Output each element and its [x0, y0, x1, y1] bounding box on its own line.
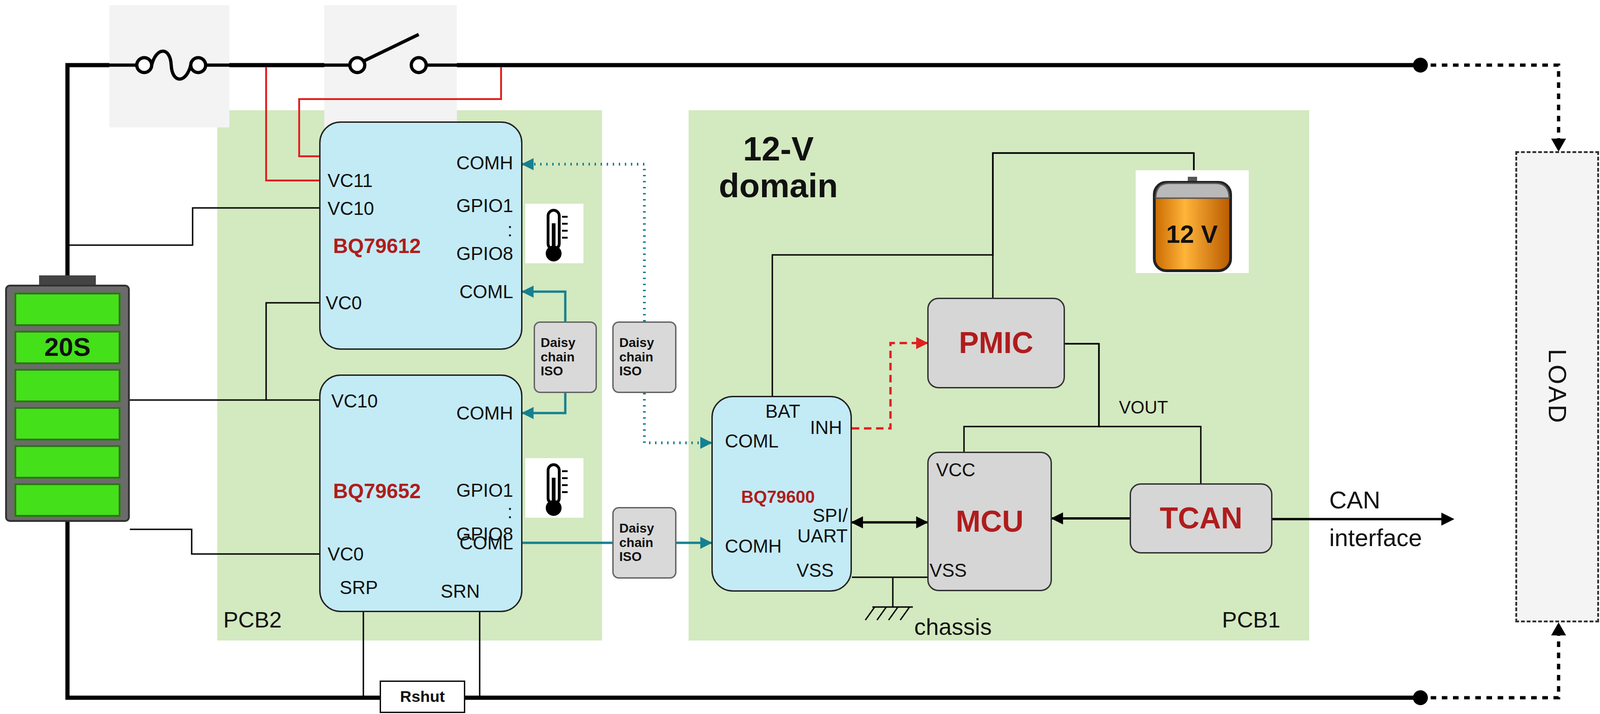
pin-label: INH: [810, 417, 843, 438]
pin-label: VC10: [327, 198, 375, 219]
node-text: 12 V: [1165, 220, 1218, 248]
pin-label: :: [507, 219, 513, 241]
node-text: Daisy chain ISO: [619, 335, 670, 379]
battery-cell: [15, 293, 120, 326]
pcb-panel: PCB2 BQ79612BQ79652 Daisy chain ISO: [217, 110, 603, 641]
pin-label: COML: [459, 532, 514, 554]
node-text: PMIC: [958, 326, 1034, 360]
pin-label: SPI/ UART: [791, 505, 848, 547]
node-text: Rshut: [400, 688, 445, 706]
node-text: 12-V domain: [703, 130, 853, 205]
battery-body: [6, 285, 129, 522]
pin-label: COML: [724, 430, 779, 452]
process-box: TCAN: [1129, 483, 1273, 554]
pin-label: VC0: [327, 543, 364, 565]
pin-label: VSS: [796, 560, 834, 581]
process-box: PMIC: [927, 297, 1065, 389]
pin-label: COMH: [456, 152, 514, 174]
pin-label: SRN: [440, 581, 480, 602]
battery-12v: 12 V: [1135, 170, 1249, 274]
pin-label: COML: [459, 281, 514, 302]
node-text: BQ79612: [333, 234, 421, 258]
arrowhead: [1551, 622, 1567, 636]
pin-label: GPIO1: [456, 480, 514, 501]
connector: [522, 542, 613, 545]
terminal-dot: [1412, 690, 1428, 706]
battery-cell: [15, 369, 120, 402]
node-text: PCB1: [1222, 608, 1281, 633]
pin-label: CAN interface: [1329, 481, 1451, 557]
arrowhead: [1551, 138, 1567, 152]
battery-body: [1154, 182, 1231, 271]
thermometer-icon: [525, 203, 584, 264]
pin-label: VOUT: [1118, 398, 1169, 418]
node-text: PCB2: [223, 608, 282, 633]
load-box: LOAD: [1515, 151, 1600, 623]
isolation-box: Daisy chain ISO: [612, 507, 677, 579]
can-line: [1272, 518, 1443, 521]
arrowhead: [1441, 512, 1455, 526]
isolation-box: Daisy chain ISO: [533, 321, 597, 394]
node-text: LOAD: [1543, 348, 1571, 425]
fuse-ground: [109, 5, 230, 128]
node-text: Daisy chain ISO: [540, 335, 590, 379]
pin-label: VC10: [331, 390, 378, 412]
pin-label: COMH: [456, 402, 514, 424]
node-text: 20S: [44, 332, 91, 362]
battery-pack: 20S: [5, 275, 130, 523]
pin-label: GPIO8: [456, 243, 514, 264]
pin-label: chassis: [914, 614, 992, 641]
pin-label: COMH: [724, 535, 782, 557]
switch-ground: [324, 5, 457, 128]
node-text: BQ79600: [741, 488, 815, 508]
fuse-symbol: [109, 51, 230, 80]
switch-symbol: [324, 34, 457, 73]
connector: [676, 542, 712, 545]
pin-label: VSS: [929, 560, 967, 581]
shunt-resistor: Rshut: [379, 680, 466, 714]
node-text: MCU: [955, 505, 1024, 538]
isolation-box: Daisy chain ISO: [612, 321, 677, 394]
battery-cell: [15, 331, 120, 364]
battery-top: [1155, 183, 1230, 199]
pin-label: :: [507, 501, 513, 523]
pin-label: BAT: [765, 401, 801, 422]
pin-label: SRP: [339, 577, 378, 598]
pin-label: VC11: [327, 170, 373, 191]
battery-cell: [15, 484, 120, 516]
terminal-dot: [1412, 57, 1428, 73]
node-text: TCAN: [1159, 502, 1243, 535]
node-text: BQ79652: [333, 480, 421, 503]
pin-label: GPIO1: [456, 195, 514, 216]
battery-cell: [15, 446, 120, 478]
pcb-panel: 12-V domainPCB1 BQ79600 PMIC MCU TCAN 12 V: [688, 110, 1310, 641]
battery-cell: [15, 408, 120, 440]
thermometer-icon: [525, 458, 584, 518]
connector: [1051, 517, 1130, 520]
connector: [851, 521, 928, 524]
node-text: Daisy chain ISO: [619, 521, 670, 565]
battery-outline: [5, 275, 130, 523]
connector: [851, 576, 928, 579]
pin-label: VC0: [325, 292, 362, 314]
pin-label: VCC: [936, 459, 976, 481]
